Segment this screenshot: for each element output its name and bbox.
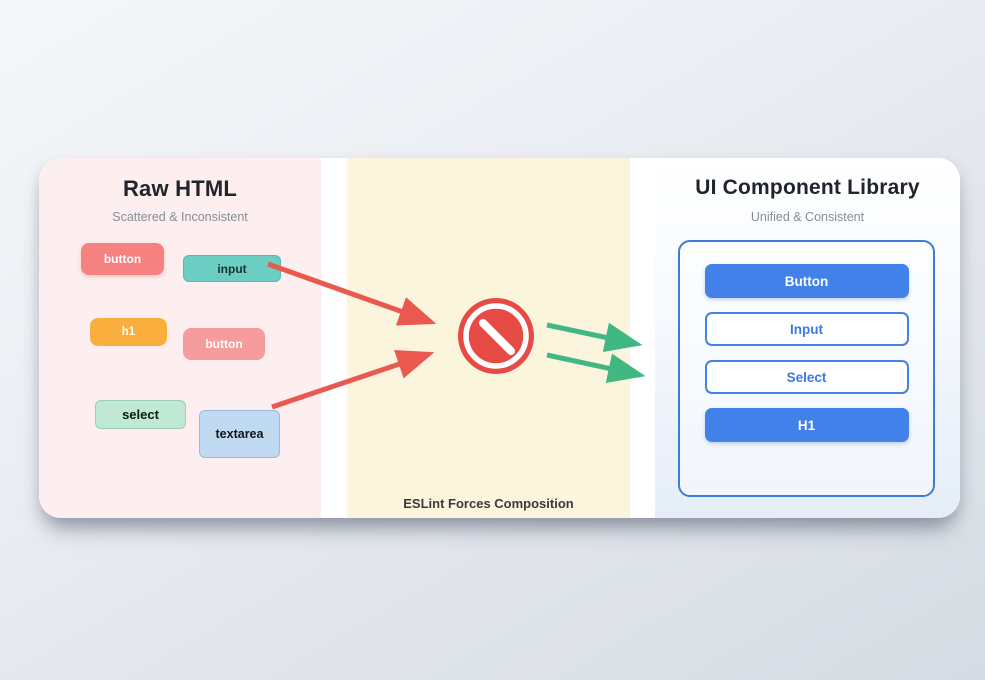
- library-component-button: Button: [704, 264, 909, 298]
- raw-box-button-1: button: [81, 243, 164, 275]
- raw-html-panel: Raw HTML Scattered & Inconsistent button…: [39, 158, 321, 518]
- raw-box-select: select: [95, 400, 186, 429]
- library-component-h1: H1: [704, 408, 909, 442]
- no-entry-icon: [458, 298, 534, 374]
- raw-html-subtitle: Scattered & Inconsistent: [112, 210, 248, 224]
- raw-box-button-2: button: [183, 328, 265, 360]
- library-component-select: Select: [704, 360, 909, 394]
- raw-box-h1: h1: [90, 318, 167, 346]
- raw-box-input: input: [183, 255, 281, 282]
- library-panel: UI Component Library Unified & Consisten…: [655, 158, 960, 518]
- library-subtitle: Unified & Consistent: [750, 210, 865, 224]
- raw-html-title: Raw HTML: [122, 176, 238, 201]
- raw-box-textarea: textarea: [199, 410, 280, 458]
- diagram-card: Raw HTML Scattered & Inconsistent button…: [39, 158, 960, 518]
- library-title: UI Component Library: [695, 176, 920, 199]
- library-component-input: Input: [704, 312, 909, 346]
- library-frame: Button Input Select H1: [678, 240, 935, 497]
- eslint-caption: ESLint Forces Composition: [403, 496, 574, 511]
